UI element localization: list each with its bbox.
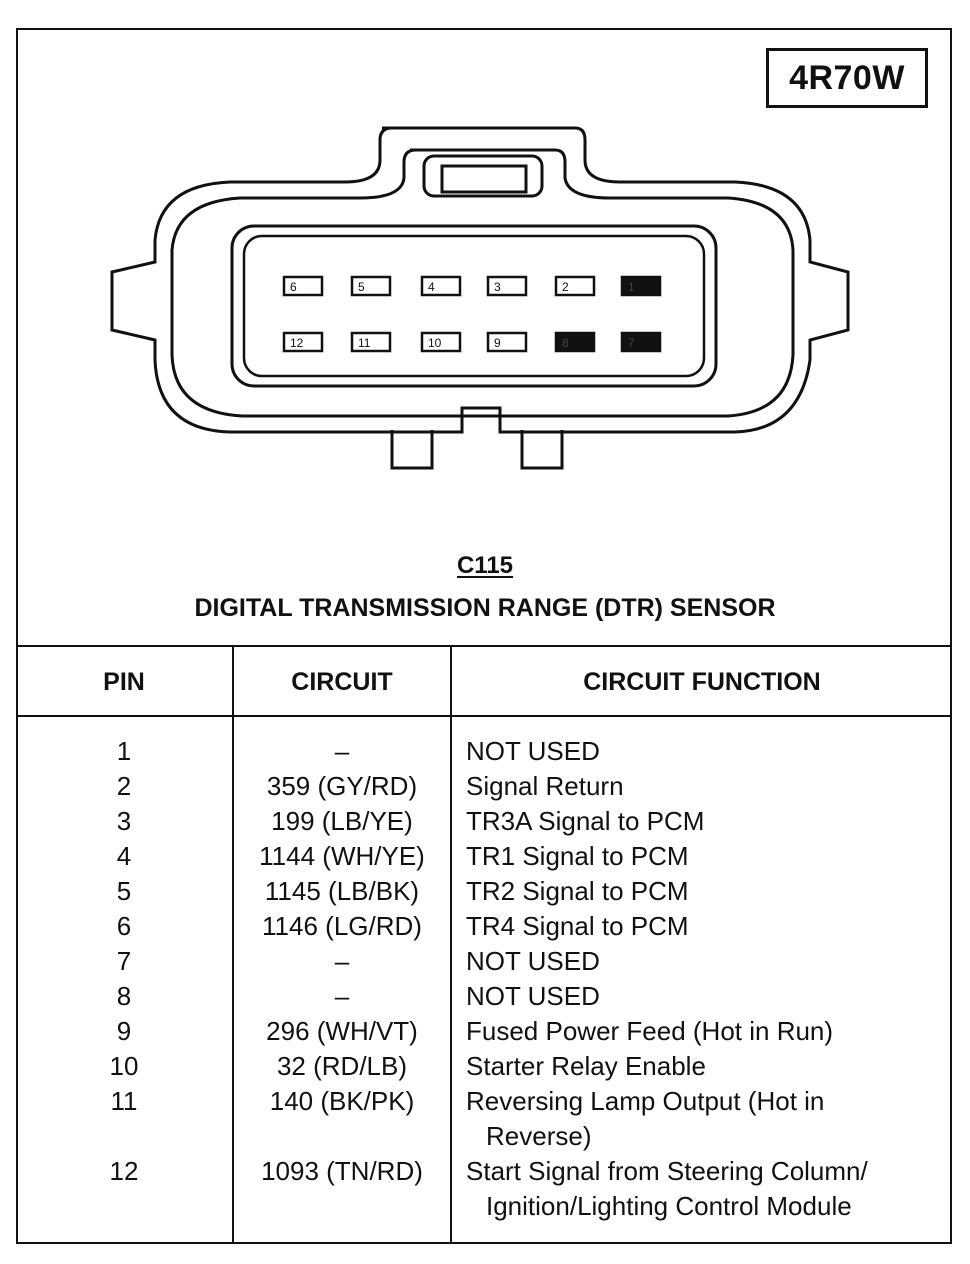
pin-cavity-outer bbox=[230, 224, 718, 388]
pin-number-5: 5 bbox=[358, 280, 365, 294]
latch-tab bbox=[422, 154, 544, 198]
pin-cavity-1 bbox=[620, 275, 662, 297]
pin-number-1: 1 bbox=[628, 280, 635, 294]
circuit-function-line: Starter Relay Enable bbox=[466, 1051, 706, 1081]
pin-cavity-2 bbox=[554, 275, 596, 297]
pin-cell: 6 bbox=[116, 911, 132, 941]
circuit-cell: – bbox=[334, 736, 350, 766]
circuit-function-cell: TR2 Signal to PCM bbox=[466, 874, 689, 909]
pin-number-3: 3 bbox=[494, 280, 501, 294]
pin-cavity-6 bbox=[282, 275, 324, 297]
pin-cavity-10 bbox=[420, 331, 462, 353]
circuit-cell: – bbox=[334, 946, 350, 976]
bottom-tab-left bbox=[390, 430, 434, 470]
pin-number-11: 11 bbox=[358, 336, 371, 350]
circuit-function-cell: TR4 Signal to PCM bbox=[466, 909, 689, 944]
column-divider-2 bbox=[450, 646, 452, 1242]
circuit-function-line: TR4 Signal to PCM bbox=[466, 911, 689, 941]
circuit-cell: 1144 (WH/YE) bbox=[259, 841, 425, 871]
model-label: 4R70W bbox=[766, 48, 928, 108]
pin-cell: 8 bbox=[116, 981, 132, 1011]
table-header-divider bbox=[16, 715, 952, 717]
table-top-border bbox=[16, 645, 952, 647]
circuit-function-line: NOT USED bbox=[466, 946, 600, 976]
pin-cell: 9 bbox=[116, 1016, 132, 1046]
circuit-cell: 32 (RD/LB) bbox=[276, 1051, 408, 1081]
circuit-function-line: Reverse) bbox=[486, 1121, 592, 1151]
pin-number-10: 10 bbox=[428, 336, 442, 350]
pin-cavity-11 bbox=[350, 331, 392, 353]
circuit-function-line: NOT USED bbox=[466, 736, 600, 766]
circuit-function-cell: NOT USED bbox=[466, 734, 600, 769]
latch-bar bbox=[440, 164, 528, 194]
pin-cavity-inner bbox=[242, 234, 706, 378]
circuit-function-cell: NOT USED bbox=[466, 979, 600, 1014]
connector-title: DIGITAL TRANSMISSION RANGE (DTR) SENSOR bbox=[194, 594, 776, 622]
bottom-tab-right bbox=[520, 430, 564, 470]
pin-cell: 10 bbox=[109, 1051, 139, 1081]
circuit-function-cell: Starter Relay Enable bbox=[466, 1049, 706, 1084]
circuit-function-line: TR2 Signal to PCM bbox=[466, 876, 689, 906]
pin-cell: 5 bbox=[116, 876, 132, 906]
circuit-function-cell: NOT USED bbox=[466, 944, 600, 979]
circuit-function-line: TR1 Signal to PCM bbox=[466, 841, 689, 871]
pin-number-7: 7 bbox=[628, 336, 635, 350]
circuit-function-cell: Reversing Lamp Output (Hot in Reverse) bbox=[466, 1084, 824, 1154]
header-circuit-function: CIRCUIT FUNCTION bbox=[583, 668, 821, 696]
circuit-cell: 1093 (TN/RD) bbox=[261, 1156, 423, 1186]
connector-face-diagram: 6 5 4 3 2 1 12 11 10 9 8 7 bbox=[110, 126, 850, 470]
pin-number-12: 12 bbox=[290, 336, 304, 350]
pin-cavity-8 bbox=[554, 331, 596, 353]
pin-cell: 4 bbox=[116, 841, 132, 871]
header-circuit: CIRCUIT bbox=[291, 668, 393, 696]
connector-inner-shell bbox=[170, 148, 795, 418]
pin-number-9: 9 bbox=[494, 336, 501, 350]
circuit-function-line: Signal Return bbox=[466, 771, 624, 801]
column-divider-1 bbox=[232, 646, 234, 1242]
circuit-function-line: Fused Power Feed (Hot in Run) bbox=[466, 1016, 834, 1046]
pin-cell: 3 bbox=[116, 806, 132, 836]
circuit-function-line: Reversing Lamp Output (Hot in bbox=[466, 1086, 825, 1116]
pin-number-8: 8 bbox=[562, 336, 569, 350]
pin-cavity-9 bbox=[486, 331, 528, 353]
circuit-cell: 296 (WH/VT) bbox=[266, 1016, 418, 1046]
header-pin: PIN bbox=[103, 668, 145, 696]
pin-cell: 12 bbox=[109, 1156, 139, 1186]
pin-cell: 1 bbox=[116, 736, 132, 766]
circuit-function-cell: Signal Return bbox=[466, 769, 624, 804]
circuit-cell: – bbox=[334, 981, 350, 1011]
connector-id-text: C115 bbox=[456, 552, 514, 579]
circuit-function-cell: Fused Power Feed (Hot in Run) bbox=[466, 1014, 833, 1049]
diagram-frame bbox=[16, 28, 952, 1244]
pin-number-2: 2 bbox=[562, 280, 569, 294]
pin-cavity-3 bbox=[486, 275, 528, 297]
circuit-function-line: Ignition/Lighting Control Module bbox=[486, 1191, 852, 1221]
pin-cavity-7 bbox=[620, 331, 662, 353]
circuit-function-cell: Start Signal from Steering Column/Igniti… bbox=[466, 1154, 868, 1224]
circuit-cell: 140 (BK/PK) bbox=[269, 1086, 415, 1116]
pin-cavity-12 bbox=[282, 331, 324, 353]
circuit-cell: 199 (LB/YE) bbox=[271, 806, 413, 836]
pin-number-4: 4 bbox=[428, 280, 435, 294]
pin-cell: 7 bbox=[116, 946, 132, 976]
circuit-cell: 359 (GY/RD) bbox=[266, 771, 418, 801]
circuit-function-cell: TR1 Signal to PCM bbox=[466, 839, 689, 874]
pin-cell: 11 bbox=[110, 1086, 138, 1116]
connector-id: C115 bbox=[0, 552, 970, 580]
pin-number-6: 6 bbox=[290, 280, 297, 294]
connector-outer-shell bbox=[110, 126, 850, 434]
circuit-function-line: NOT USED bbox=[466, 981, 600, 1011]
circuit-cell: 1145 (LB/BK) bbox=[264, 876, 420, 906]
circuit-function-cell: TR3A Signal to PCM bbox=[466, 804, 704, 839]
pin-cavity-4 bbox=[420, 275, 462, 297]
circuit-function-line: TR3A Signal to PCM bbox=[466, 806, 705, 836]
pin-cell: 2 bbox=[116, 771, 132, 801]
circuit-function-line: Start Signal from Steering Column/ bbox=[466, 1156, 868, 1186]
circuit-cell: 1146 (LG/RD) bbox=[262, 911, 422, 941]
pin-cavity-5 bbox=[350, 275, 392, 297]
